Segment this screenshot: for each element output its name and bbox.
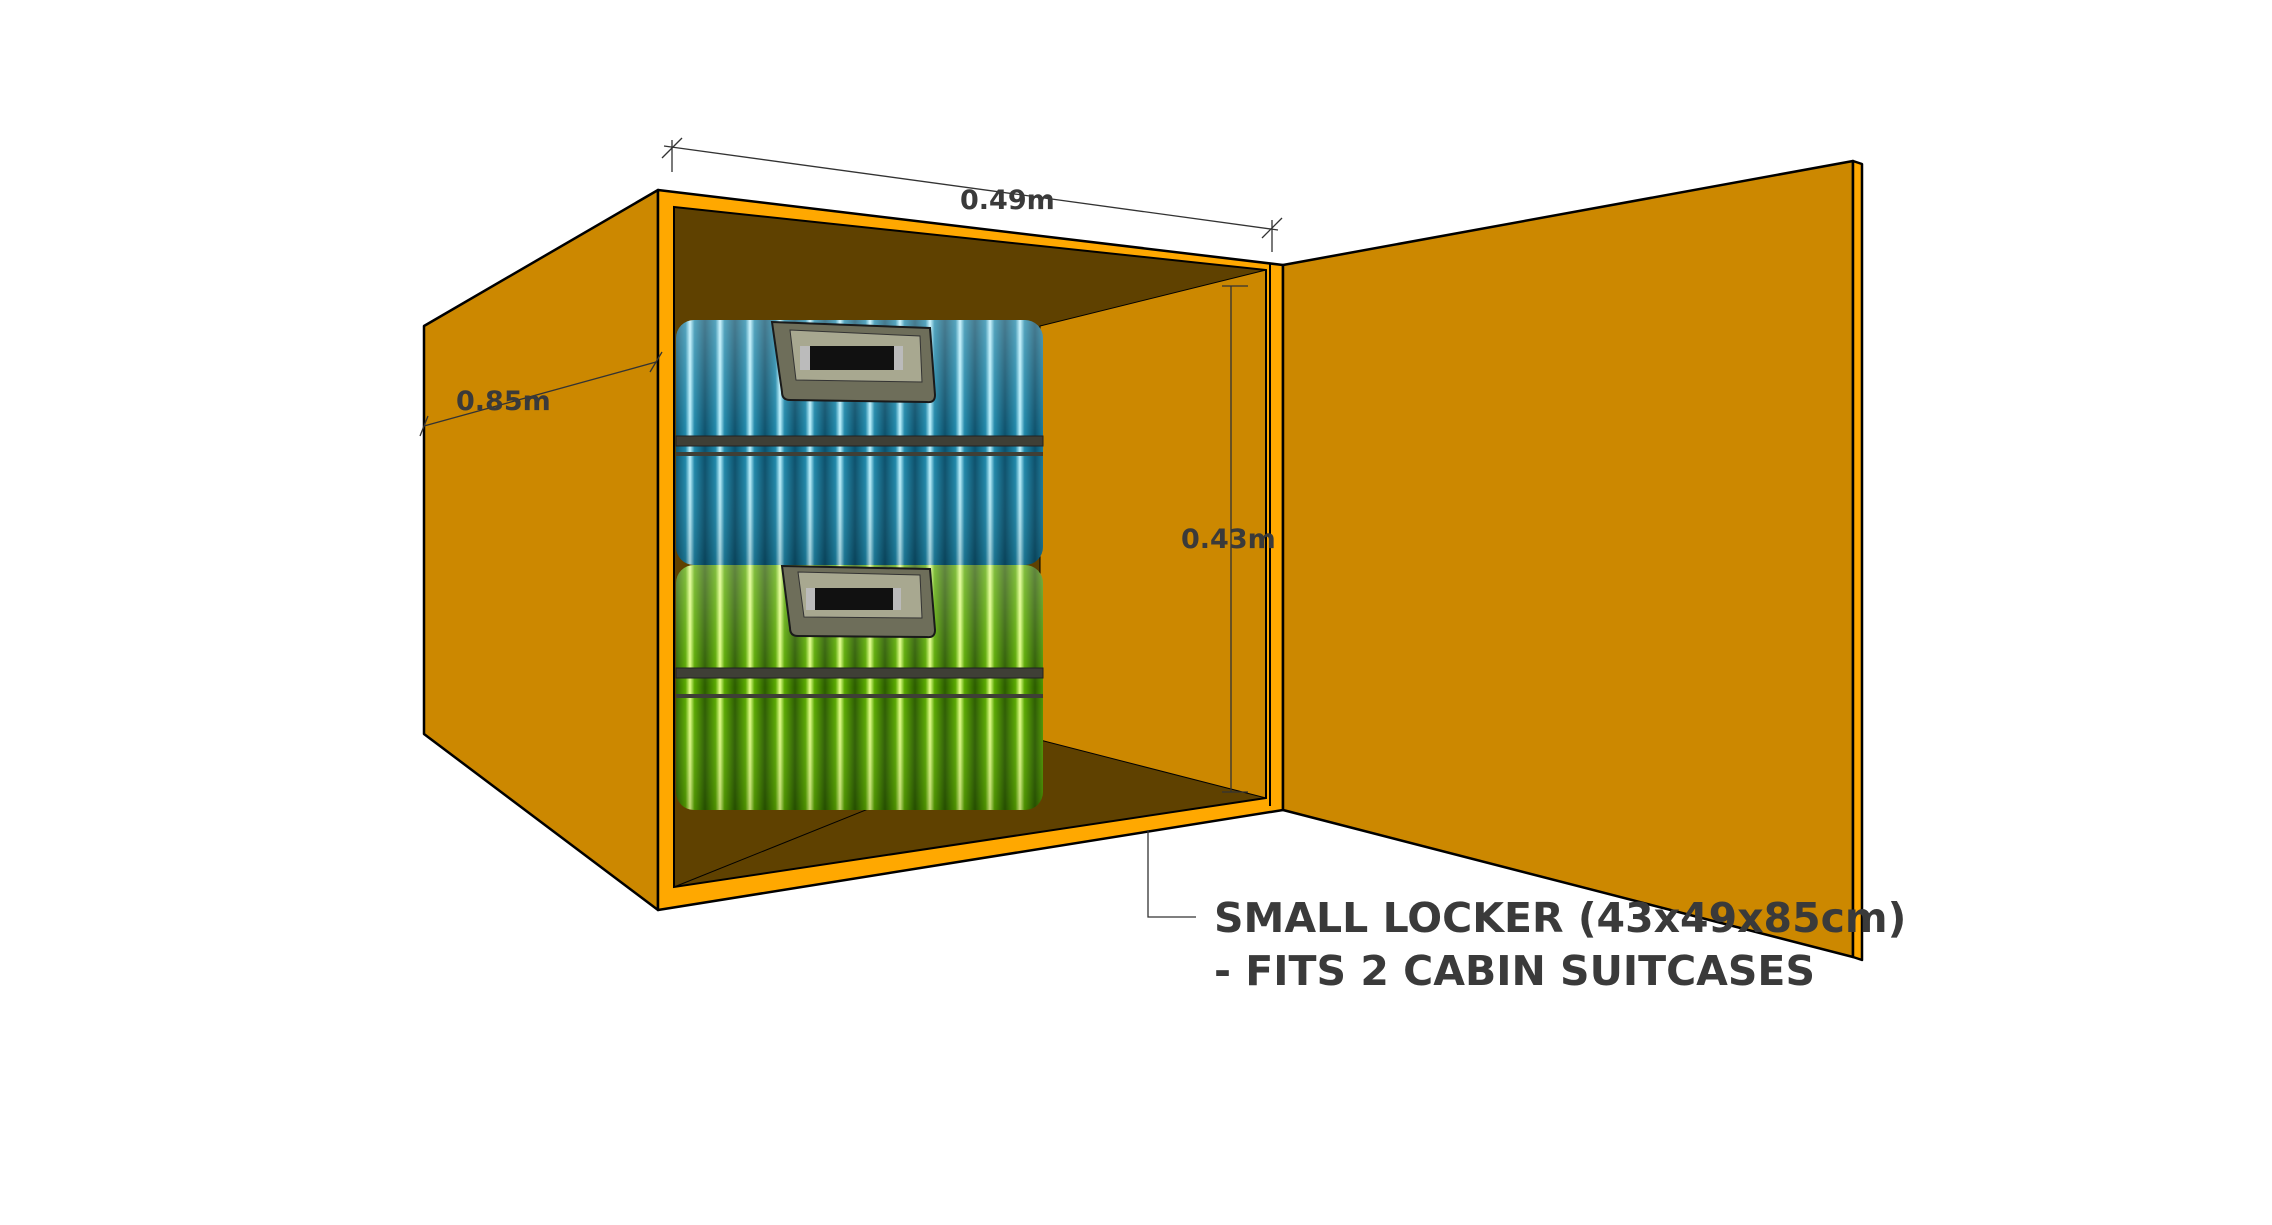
callout-line-2: - FITS 2 CABIN SUITCASES: [1214, 947, 1815, 995]
dimension-width: 0.49m: [661, 137, 1283, 252]
dimension-depth: 0.85m: [419, 351, 663, 437]
dimension-height-label: 0.43m: [1181, 524, 1276, 555]
callout-line-1: SMALL LOCKER (43x49x85cm): [1214, 894, 1906, 942]
locker-front-opening-edge: [673, 205, 1267, 889]
suitcase-bottom-handle-icon: [780, 564, 937, 639]
dimension-width-label: 0.49m: [960, 185, 1055, 216]
dimension-height: 0.43m: [1181, 285, 1276, 793]
suitcase-bottom: [675, 564, 1044, 810]
locker-door: [1281, 159, 1855, 959]
suitcase-top-handle-icon: [770, 320, 937, 404]
callout-leader: [1147, 830, 1196, 918]
dimension-depth-label: 0.85m: [456, 386, 551, 417]
suitcase-top: [675, 320, 1044, 565]
locker-door-edge: [1851, 159, 1864, 962]
locker-side-panel: [422, 188, 660, 912]
